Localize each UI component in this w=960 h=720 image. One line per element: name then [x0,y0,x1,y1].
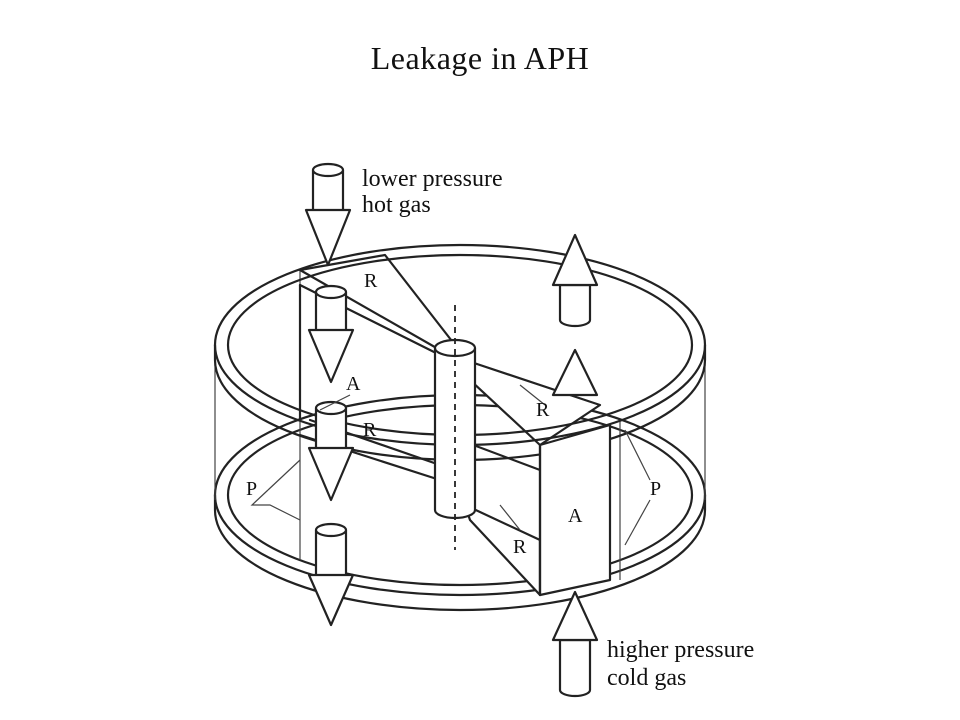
page-title: Leakage in APH [370,40,590,76]
label-r-right-lower: R [513,536,527,558]
label-r-top-left: R [364,270,378,292]
arrow-hot-gas-in [304,162,352,267]
leader-lines [250,384,651,546]
arrow-air-mid [551,348,599,397]
arrow-gas-mid-lower [307,400,355,502]
sector-plates [298,253,602,597]
axial-seal-plate [538,423,612,597]
label-r-right-upper: R [536,399,550,421]
arrow-air-out-top [551,233,599,328]
label-lower-pressure: lower pressure [362,166,503,192]
arrow-cold-air-in [551,590,599,698]
label-a-left: A [346,373,361,395]
label-higher-pressure: higher pressure [607,637,754,663]
label-p-right: P [650,478,661,500]
label-r-left-mid: R [363,419,377,441]
arrow-gas-out [307,522,355,627]
label-a-right: A [568,505,583,527]
arrow-gas-mid-upper [307,284,355,384]
label-cold-gas: cold gas [607,665,686,691]
label-hot-gas: hot gas [362,192,431,218]
central-hub [433,305,477,550]
label-p-left: P [246,478,257,500]
